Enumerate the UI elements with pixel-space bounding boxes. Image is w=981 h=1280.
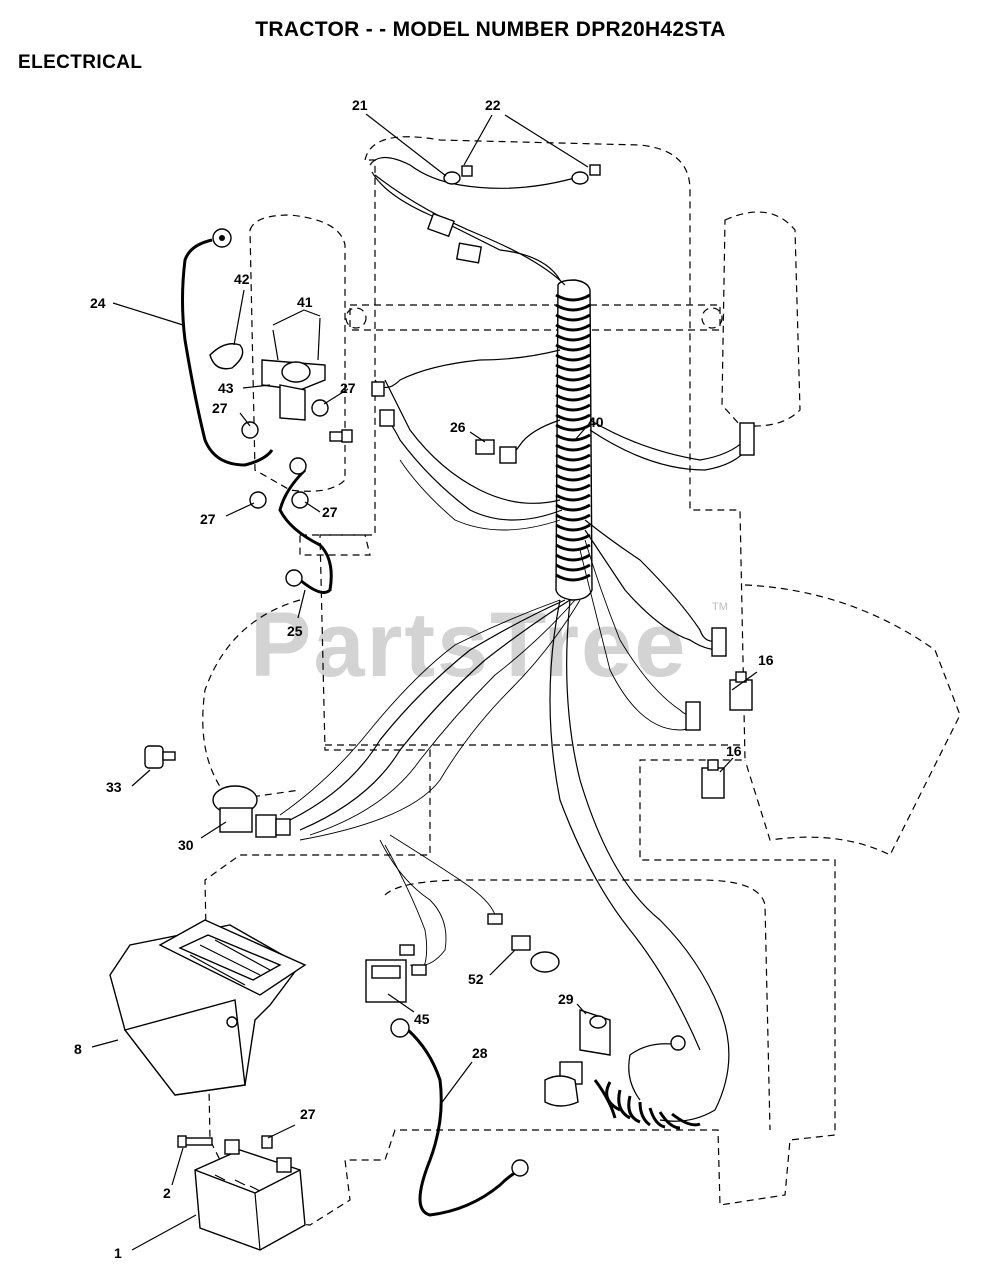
- callout-27c: 27: [200, 511, 216, 527]
- callout-2: 2: [163, 1185, 171, 1201]
- callout-42: 42: [234, 271, 250, 287]
- callout-45: 45: [414, 1011, 430, 1027]
- callout-28: 28: [472, 1045, 488, 1061]
- watermark-trademark: TM: [712, 601, 728, 613]
- callout-8: 8: [74, 1041, 82, 1057]
- battery: [194, 1139, 306, 1251]
- callout-33: 33: [106, 779, 122, 795]
- tractor-outline: [202, 136, 961, 1226]
- fuse: [475, 439, 517, 464]
- section-heading: ELECTRICAL: [18, 52, 143, 73]
- callout-16a: 16: [758, 652, 774, 668]
- ignition-switch: [212, 785, 291, 838]
- watermark: PartsTree: [250, 594, 687, 696]
- seat-switch: [544, 1009, 701, 1130]
- relays: [701, 671, 753, 799]
- hour-meter: [365, 959, 407, 1003]
- solenoid-assembly: [209, 317, 353, 509]
- headlight-bulbs: [443, 164, 601, 185]
- callout-52: 52: [468, 971, 484, 987]
- callout-21: 21: [352, 97, 368, 113]
- harness-wires: [279, 156, 749, 1122]
- battery-tray: [109, 919, 307, 1096]
- callout-leaders: [91, 113, 758, 1251]
- harness-connectors: [371, 212, 755, 976]
- callout-22: 22: [485, 97, 501, 113]
- callout-1: 1: [114, 1245, 122, 1261]
- ignition-key: [144, 745, 176, 769]
- callout-27a: 27: [340, 380, 356, 396]
- callout-27b: 27: [212, 400, 228, 416]
- callout-labels: 1 2 8 16 16 21 22 24 25 26 27 27 27 27 2…: [74, 97, 774, 1261]
- callout-41: 41: [297, 294, 313, 310]
- callout-26: 26: [450, 419, 466, 435]
- callout-29: 29: [558, 991, 574, 1007]
- battery-bolts: [177, 1135, 273, 1149]
- callout-24: 24: [90, 295, 106, 311]
- callout-30: 30: [178, 837, 194, 853]
- callout-27e: 27: [300, 1106, 316, 1122]
- page-title: TRACTOR - - MODEL NUMBER DPR20H42STA: [255, 18, 726, 41]
- cable-25: [278, 457, 333, 594]
- lamp: [511, 935, 560, 973]
- callout-16b: 16: [726, 743, 742, 759]
- cable-24: [181, 228, 274, 467]
- wiring-harness-conduit: [555, 279, 593, 601]
- callout-40: 40: [588, 414, 604, 430]
- cable-28: [390, 1018, 529, 1217]
- callout-27d: 27: [322, 504, 338, 520]
- callout-25: 25: [287, 623, 303, 639]
- callout-43: 43: [218, 380, 234, 396]
